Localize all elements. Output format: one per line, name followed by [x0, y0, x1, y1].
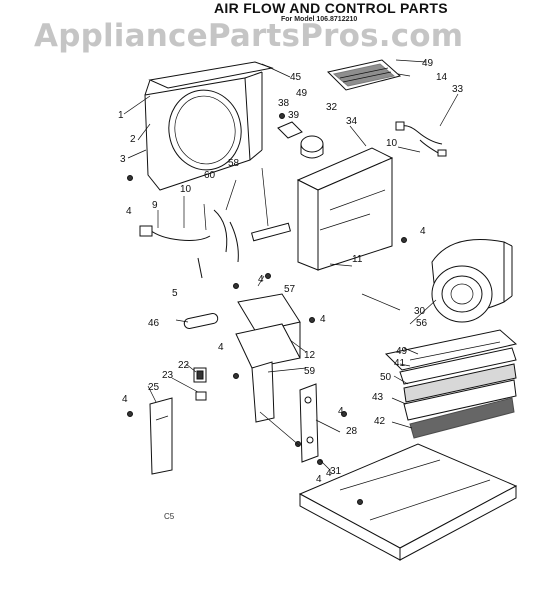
callout-number: 4	[420, 226, 426, 237]
capacitor-part	[277, 121, 324, 159]
callout-number: 4	[316, 474, 322, 485]
air-filter-part	[327, 59, 402, 91]
callout-number: 4	[338, 406, 344, 417]
callout-number: 41	[394, 358, 406, 369]
callout-number: 30	[414, 306, 426, 317]
callout-number: 59	[304, 366, 316, 377]
callout-number: 50	[380, 372, 392, 383]
front-frame-part	[144, 61, 274, 191]
callout-number: 39	[288, 110, 300, 121]
callout-number: 46	[148, 318, 160, 329]
callout-number: 25	[148, 382, 160, 393]
callout-number: 60	[204, 170, 216, 181]
diagram-title: AIR FLOW AND CONTROL PARTS	[214, 0, 448, 16]
callout-number: 57	[284, 284, 296, 295]
callout-number: 42	[374, 416, 386, 427]
callout-number: 31	[330, 466, 342, 477]
callout-number: 49	[396, 346, 408, 357]
control-switch-part	[193, 367, 207, 401]
callout-number: 10	[386, 138, 398, 149]
callout-number: 45	[290, 72, 302, 83]
callout-number: 49	[422, 58, 434, 69]
callout-number: 43	[372, 392, 384, 403]
callout-number: 2	[130, 134, 136, 145]
watermark-text: AppliancePartsPros.com	[34, 18, 464, 54]
sensor-wire-part	[395, 121, 447, 157]
screw-fasteners	[127, 113, 407, 505]
mounting-plate-part	[299, 383, 319, 463]
blower-wheel-part	[431, 239, 513, 323]
leader-lines	[123, 59, 459, 471]
callout-number: 23	[162, 370, 174, 381]
callout-number: 32	[326, 102, 338, 113]
callout-number: 9	[152, 200, 158, 211]
callout-number: 4	[326, 468, 332, 479]
callout-number: 14	[436, 72, 448, 83]
callout-number: 4	[258, 274, 264, 285]
callout-number: 56	[416, 318, 428, 329]
callout-number: 1	[118, 110, 124, 121]
heater-assembly-part	[384, 329, 518, 439]
thermostat-tube-part	[183, 313, 219, 329]
callout-number: 58	[228, 158, 240, 169]
page-code: C5	[164, 512, 175, 521]
bulkhead-housing-part	[296, 147, 394, 271]
base-pan-part	[298, 443, 518, 561]
callout-number: 4	[320, 314, 326, 325]
callout-number: 4	[122, 394, 128, 405]
callout-number: 4	[218, 342, 224, 353]
wiring-harness-part	[139, 209, 292, 279]
callout-number: 12	[304, 350, 316, 361]
callout-number: 3	[120, 154, 126, 165]
callout-number: 11	[352, 254, 363, 265]
callout-number: 33	[452, 84, 464, 95]
callout-number: 49	[296, 88, 308, 99]
callout-number: 28	[346, 426, 358, 437]
control-panel-part	[149, 397, 173, 475]
callout-number: 10	[180, 184, 192, 195]
control-bracket-part	[235, 293, 301, 423]
model-number: For Model 106.8712210	[281, 16, 358, 23]
callout-number: 38	[278, 98, 290, 109]
callout-number: 34	[346, 116, 358, 127]
callout-number: 5	[172, 288, 178, 299]
callout-number: 22	[178, 360, 190, 371]
callout-number: 4	[126, 206, 132, 217]
